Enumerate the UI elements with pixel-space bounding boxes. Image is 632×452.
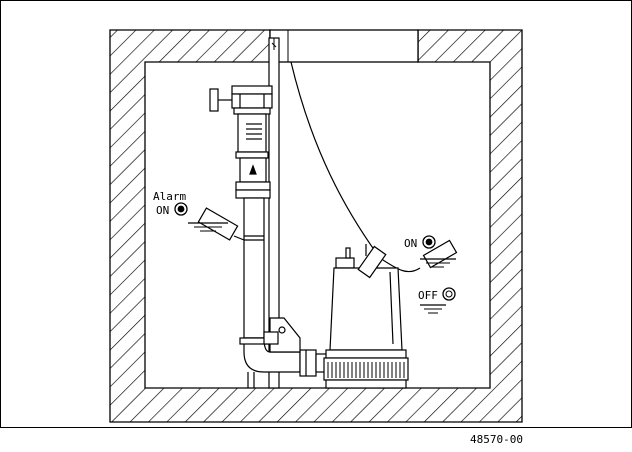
- pump-float-switch: [357, 244, 387, 279]
- on-level-indicator: [422, 235, 436, 249]
- drawing-number: 48570-00: [470, 433, 523, 446]
- alarm-float: [188, 207, 245, 241]
- alarm-label: Alarm: [153, 190, 186, 203]
- on-level-float: [420, 239, 458, 269]
- submersible-pump: [323, 247, 409, 389]
- off-level-indicator: [420, 287, 456, 314]
- cover-slab: [269, 29, 419, 63]
- discharge-pipe: [209, 85, 331, 388]
- guide-bracket: [263, 317, 301, 353]
- on-label: ON: [404, 237, 417, 250]
- alarm-on-label: ON: [156, 204, 169, 217]
- power-cable: [290, 61, 421, 273]
- off-label: OFF: [418, 289, 438, 302]
- alarm-level-indicator: [174, 202, 188, 216]
